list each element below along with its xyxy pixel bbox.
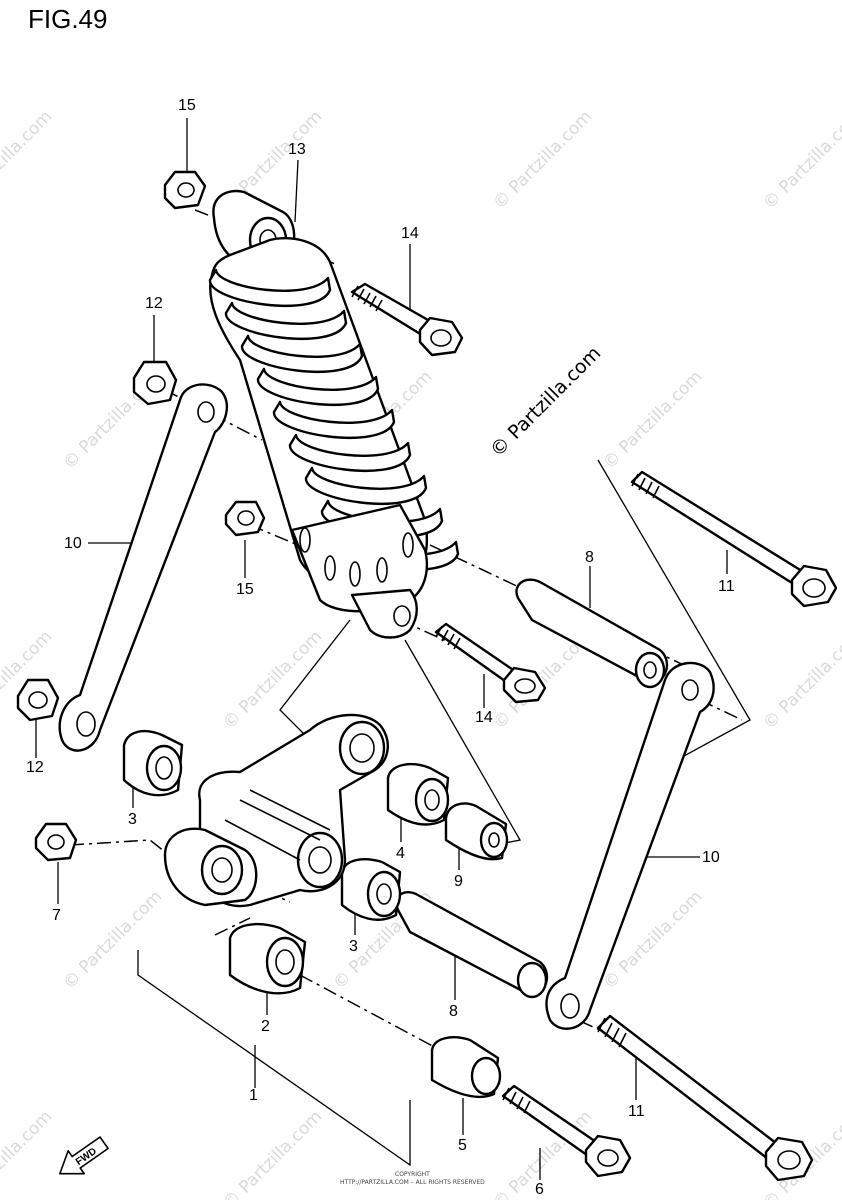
watermark-tile: © Partzilla.com <box>59 887 166 994</box>
callout-6: 6 <box>535 1181 544 1198</box>
callout-11: 11 <box>718 578 735 595</box>
nut-15-mid <box>224 500 266 537</box>
callout-12: 12 <box>145 295 163 312</box>
callout-7: 7 <box>52 907 61 924</box>
spring-coil <box>240 334 364 374</box>
callout-12: 12 <box>26 759 44 776</box>
spring-coil <box>256 367 380 407</box>
watermark-tile: © Partzilla.com <box>759 107 842 214</box>
watermark-tile: © Partzilla.com <box>0 107 56 214</box>
watermark-tile: © Partzilla.com <box>219 627 326 734</box>
bolt-6 <box>501 1084 632 1178</box>
spring-coil <box>288 433 412 473</box>
callout-14: 14 <box>401 225 419 242</box>
callout-9: 9 <box>454 873 463 890</box>
callout-10: 10 <box>64 535 82 552</box>
canister-slot <box>376 557 388 583</box>
canister-slot <box>299 527 311 553</box>
spring-coil <box>304 466 428 506</box>
callout-labels: 15 13 14 12 10 15 8 11 14 12 3 4 9 10 7 … <box>26 97 735 1198</box>
spacer-8-upper <box>515 578 669 689</box>
watermark-main: © Partzilla.com <box>486 342 605 461</box>
bolt-11-lower <box>596 1014 814 1182</box>
bushing-3-lower <box>340 858 402 921</box>
copyright-line2: HTTP://PARTZILLA.COM – ALL RIGHTS RESERV… <box>340 1179 485 1186</box>
callout-13: 13 <box>288 141 306 158</box>
spring-coil <box>224 301 348 341</box>
callout-15: 15 <box>236 581 254 598</box>
collar-9 <box>444 802 509 861</box>
nut-12-left <box>16 678 60 722</box>
bolt-11-upper <box>630 470 838 608</box>
canister-slot <box>324 555 336 581</box>
callout-8: 8 <box>585 549 594 566</box>
nut-7 <box>34 822 78 862</box>
collar-5 <box>430 1036 502 1099</box>
fig-title: FIG.49 <box>28 4 108 34</box>
canister-slot <box>349 561 361 587</box>
nut-15-top <box>163 170 207 210</box>
bushing-2 <box>228 923 307 995</box>
callout-3: 3 <box>128 811 137 828</box>
spring-coil <box>272 400 396 440</box>
watermark-tile: © Partzilla.com <box>599 367 706 474</box>
callout-4: 4 <box>396 845 405 862</box>
callout-2: 2 <box>261 1018 270 1035</box>
callout-1: 1 <box>249 1087 258 1104</box>
tie-rod-10-right <box>545 661 715 1030</box>
nut-12-top <box>132 360 178 406</box>
callout-5: 5 <box>458 1137 467 1154</box>
watermark-tile: © Partzilla.com <box>489 107 596 214</box>
cushion-lever <box>163 713 389 908</box>
bushing-4 <box>386 763 450 826</box>
shock-absorber <box>208 189 460 639</box>
fwd-badge: FWD <box>59 1136 109 1175</box>
callout-15: 15 <box>178 97 196 114</box>
callout-10: 10 <box>702 849 720 866</box>
callout-11: 11 <box>628 1103 645 1120</box>
callout-14: 14 <box>475 709 493 726</box>
copyright-line1: COPYRIGHT <box>395 1171 430 1178</box>
tie-rod-10-left <box>58 383 229 752</box>
spring-coil <box>208 268 332 308</box>
canister-slot <box>402 532 414 558</box>
watermark-tile: © Partzilla.com <box>219 1107 326 1200</box>
spacer-8-lower <box>395 891 549 999</box>
watermark-tile: © Partzilla.com <box>0 1107 56 1200</box>
callout-8: 8 <box>449 1003 458 1020</box>
callout-3: 3 <box>349 938 358 955</box>
watermark-tile: © Partzilla.com <box>759 627 842 734</box>
bushing-3-upper <box>122 729 184 797</box>
bolt-14-top <box>350 282 464 357</box>
bolt-14-lower <box>434 622 547 704</box>
